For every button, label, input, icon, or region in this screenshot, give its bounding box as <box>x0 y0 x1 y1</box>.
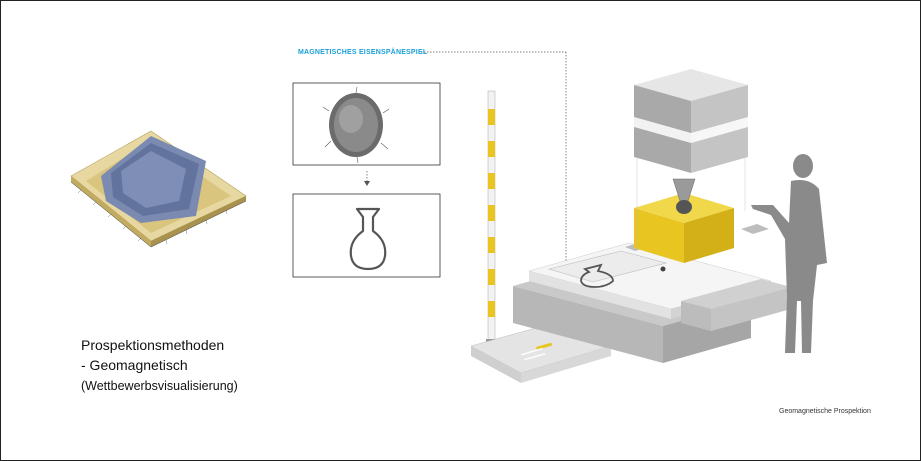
title-line-1: Prospektionsmethoden <box>81 337 225 353</box>
down-arrow-icon <box>364 171 370 186</box>
filings-panel-vase <box>292 193 441 278</box>
filings-panel-scattered <box>292 82 441 166</box>
overhead-magnet-unit <box>634 69 748 249</box>
callout-label: MAGNETISCHES EISENSPÄNESPIEL <box>298 49 428 56</box>
person-silhouette <box>751 154 827 353</box>
button-icon <box>660 266 666 272</box>
title-line-2: - Geomagnetisch <box>81 357 188 373</box>
terrain-map <box>70 130 247 248</box>
magnet-box <box>634 178 734 263</box>
title-line-3: (Wettbewerbsvisualisierung) <box>81 379 238 393</box>
title-block: Prospektionsmethoden - Geomagnetisch (We… <box>81 335 238 397</box>
callout-line <box>421 51 567 263</box>
survey-pole <box>486 90 497 343</box>
speaker-grill-right <box>741 224 769 234</box>
caption: Geomagnetische Prospektion <box>779 408 871 415</box>
console <box>513 224 791 363</box>
